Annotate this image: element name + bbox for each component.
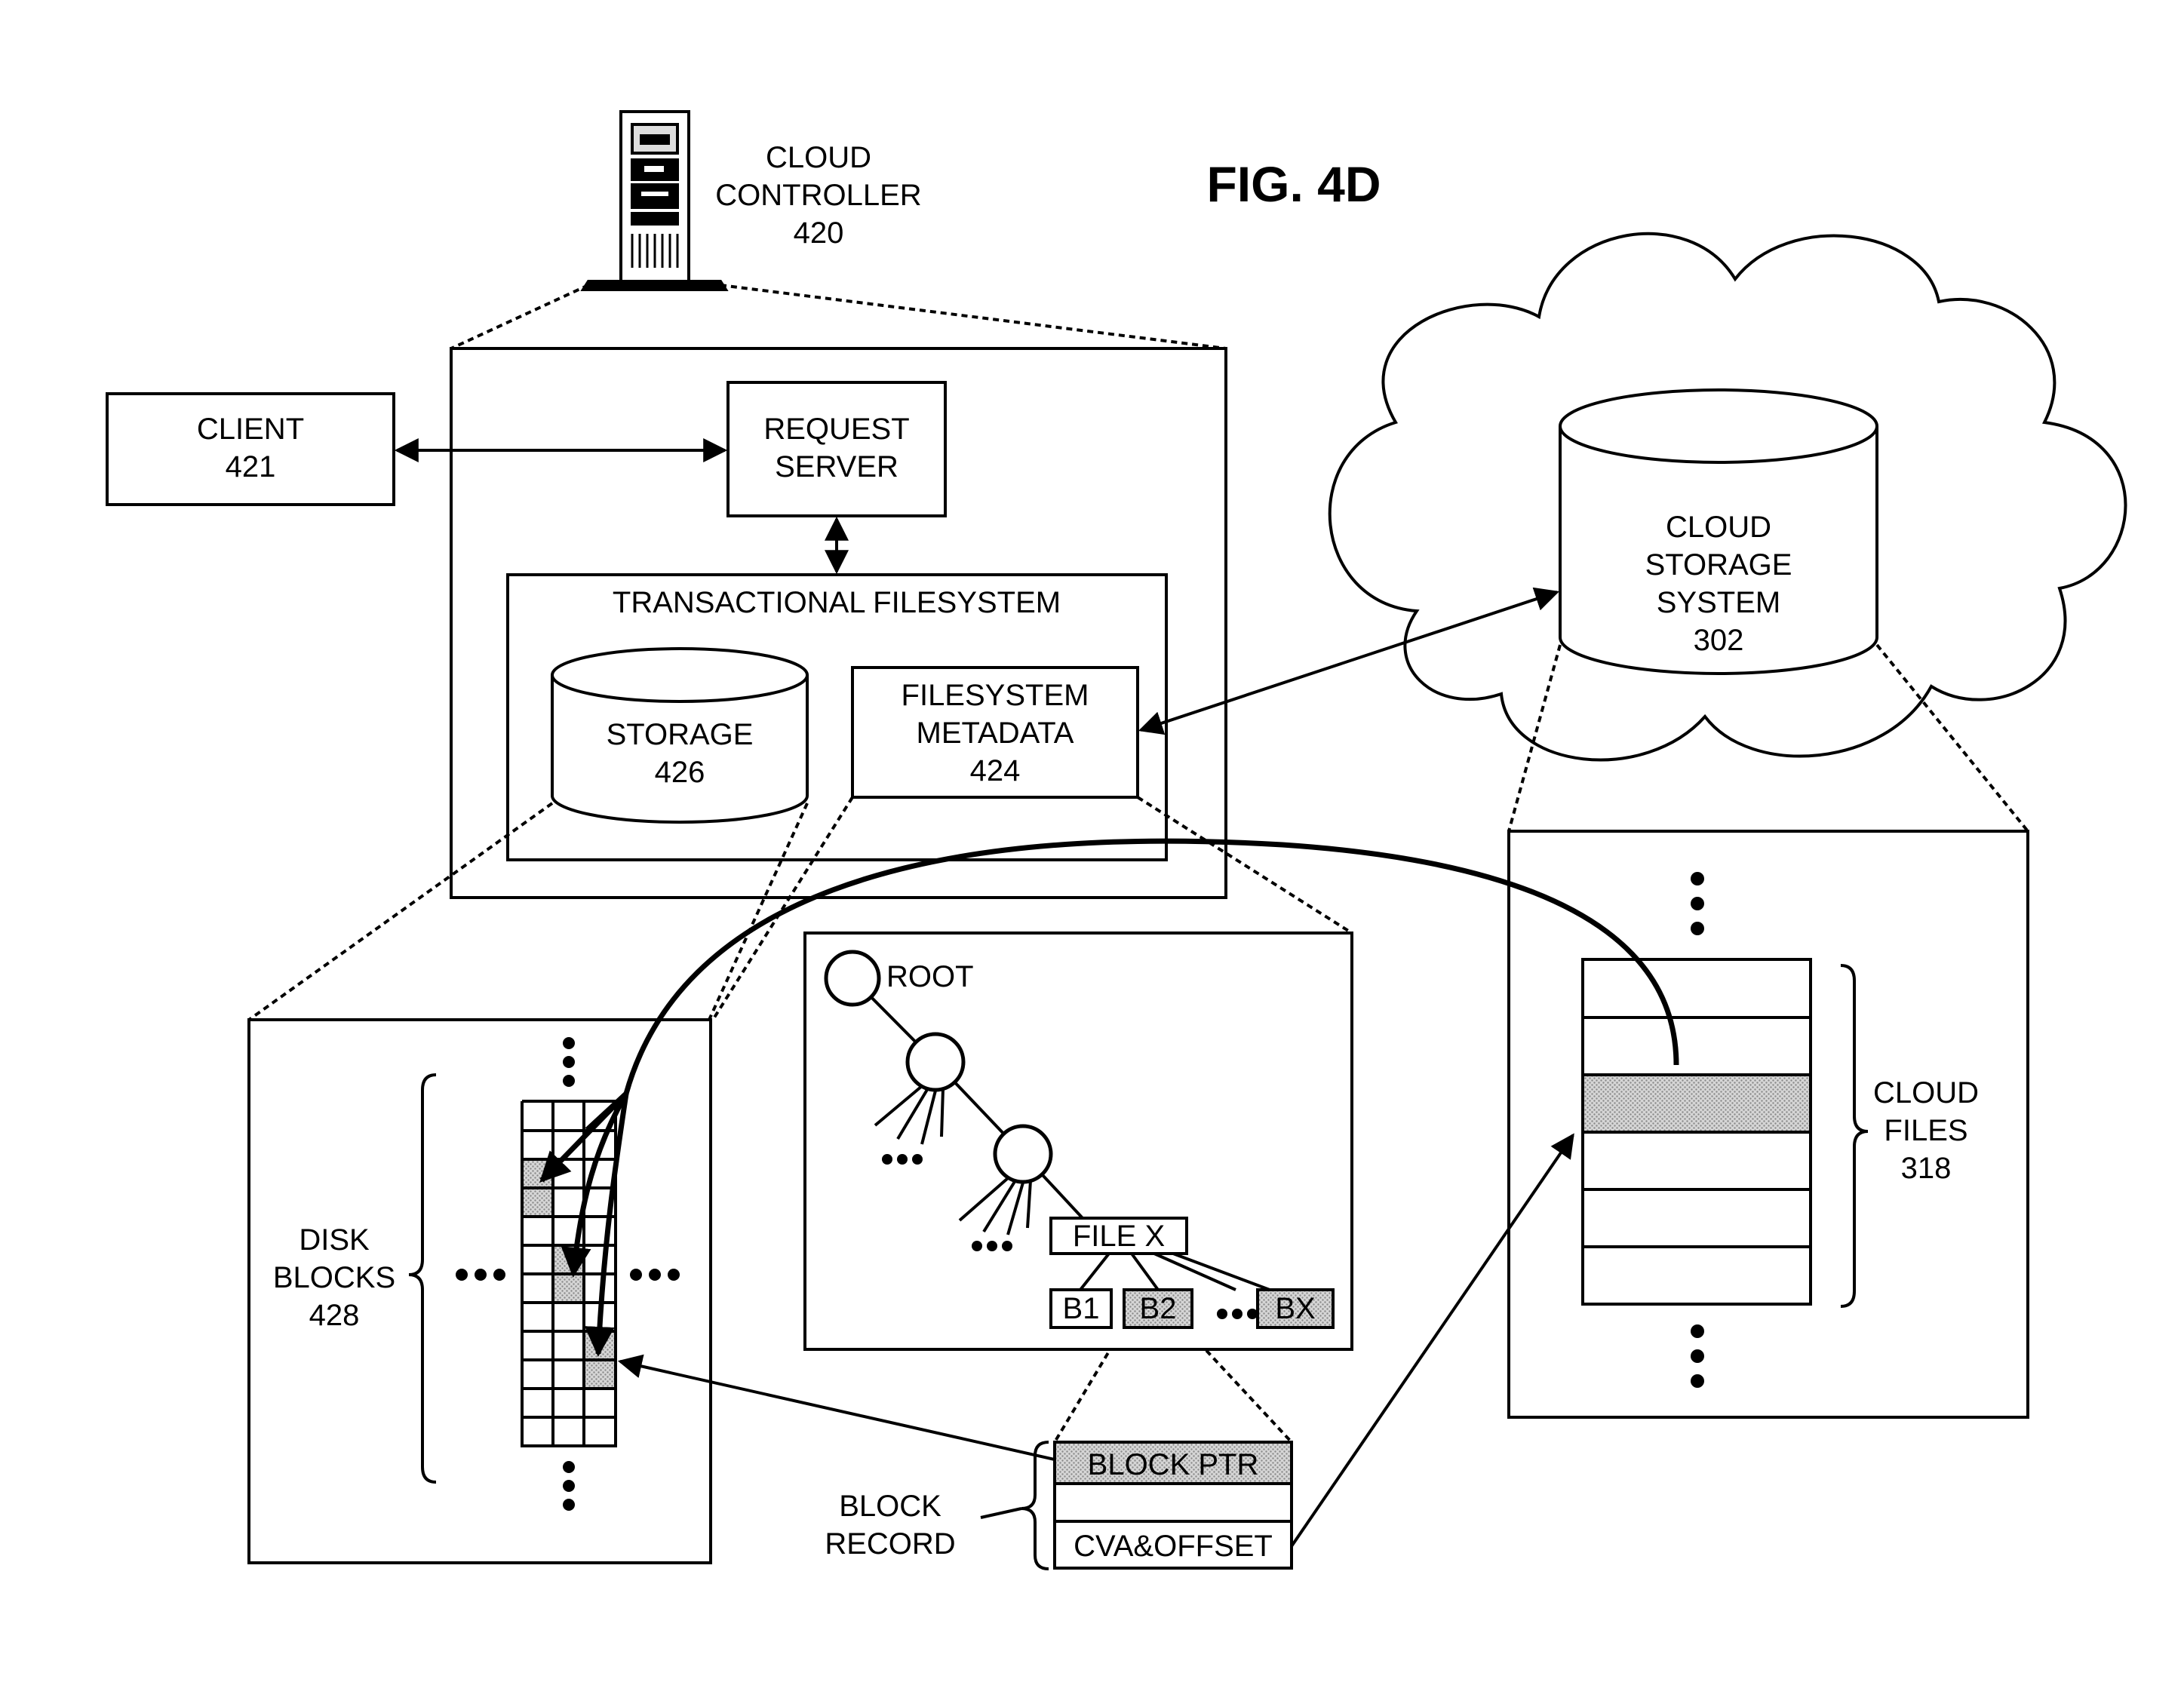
controller-zoom-lines [451, 285, 1226, 348]
cloud-controller-ref: 420 [794, 216, 844, 250]
cloud-storage-line1: CLOUD [1666, 511, 1771, 544]
cloud-files-line2: FILES [1884, 1114, 1967, 1147]
block-record-line1: BLOCK [839, 1490, 941, 1523]
storage-label: STORAGE [607, 718, 754, 751]
block-record-row-empty [1055, 1484, 1292, 1521]
cloud-files-line1: CLOUD [1873, 1076, 1979, 1110]
cloud-storage-line3: SYSTEM [1657, 586, 1780, 619]
filesystem-metadata-line2: METADATA [917, 717, 1074, 750]
cloud-controller-label: CLOUD CONTROLLER 420 [715, 141, 921, 250]
server-icon [583, 112, 726, 290]
block-record-line2: RECORD [825, 1527, 955, 1561]
client-box [107, 394, 394, 505]
filesystem-metadata-line1: FILESYSTEM [902, 679, 1089, 712]
block-record-brace [1021, 1442, 1049, 1569]
metadata-tree-panel [805, 933, 1352, 1349]
block-record-ptr-label: BLOCK PTR [1088, 1448, 1259, 1481]
client-ref: 421 [226, 450, 276, 483]
transactional-filesystem-label: TRANSACTIONAL FILESYSTEM [613, 586, 1061, 619]
request-server-line2: SERVER [775, 450, 898, 483]
block-record-cva-label: CVA&OFFSET [1074, 1530, 1273, 1563]
disk-blocks-line2: BLOCKS [273, 1261, 395, 1294]
cloud-storage-ref: 302 [1694, 624, 1744, 657]
disk-blocks-ref: 428 [309, 1299, 360, 1332]
request-server-line1: REQUEST [763, 413, 909, 446]
cloud-controller-line2: CONTROLLER [715, 179, 921, 212]
disk-blocks-line1: DISK [299, 1223, 370, 1257]
tree-root-label: ROOT [886, 960, 974, 993]
block-label-b1: B1 [1063, 1292, 1100, 1325]
cloud-files-ref: 318 [1901, 1152, 1952, 1185]
brace-leader [981, 1509, 1021, 1518]
cloud-controller-line1: CLOUD [766, 141, 871, 174]
figure-label: FIG. 4D [1206, 156, 1381, 212]
client-label: CLIENT [197, 413, 304, 446]
cloud-files-stack [1583, 959, 1811, 1304]
file-x-label: FILE X [1073, 1220, 1165, 1253]
cloud-storage-line2: STORAGE [1645, 548, 1792, 582]
request-server-box [728, 382, 945, 516]
storage-ref: 426 [655, 756, 705, 789]
block-label-bx: BX [1275, 1292, 1315, 1325]
block-label-b2: B2 [1140, 1292, 1177, 1325]
filesystem-metadata-ref: 424 [970, 754, 1021, 787]
